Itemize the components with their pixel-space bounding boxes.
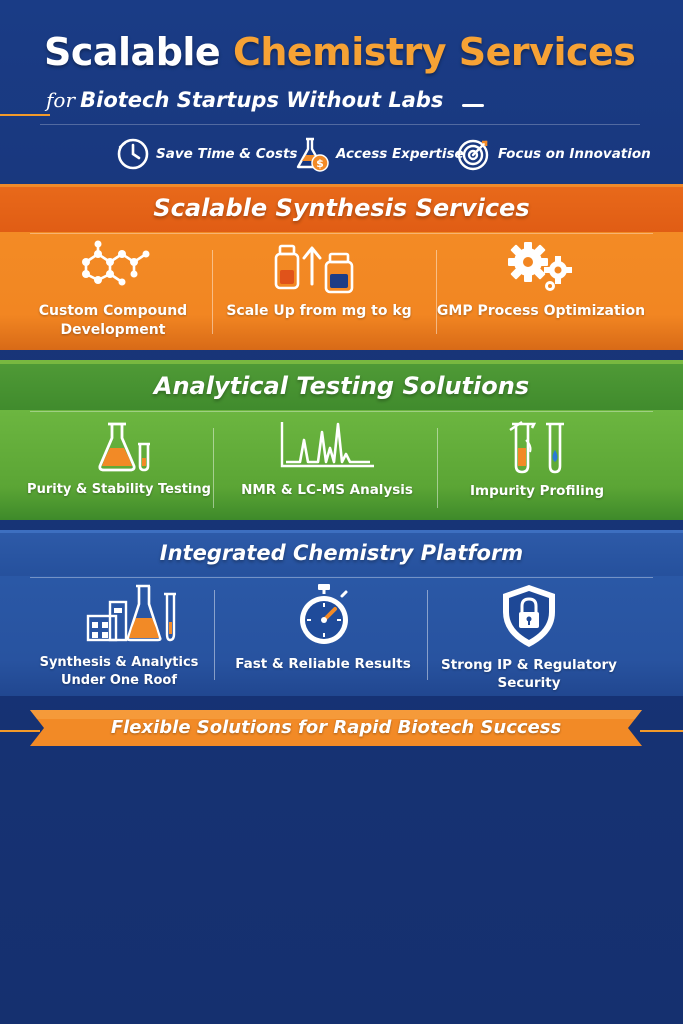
- molecule-icon: [82, 240, 150, 286]
- item-label-line1: Custom Compound: [38, 303, 188, 319]
- item-label-line2: Security: [497, 675, 561, 691]
- ribbon-line-right: [640, 730, 683, 732]
- page-title: Scalable Chemistry Services: [44, 30, 636, 74]
- subtitle-for: for: [46, 88, 76, 112]
- shield-lock-icon: [503, 585, 555, 647]
- header-divider: [40, 124, 640, 125]
- item-label-line1: Scale Up from mg to kg: [226, 303, 412, 319]
- gears-icon: [508, 242, 572, 291]
- analytical-item-purity: Purity & Stability Testing: [14, 418, 224, 514]
- benefit-save-time: Save Time & Costs: [116, 132, 297, 176]
- benefit-label: Access Expertise: [336, 146, 464, 162]
- synthesis-item-scale-up: Scale Up from mg to kg: [214, 240, 424, 340]
- analytical-heading: Analytical Testing Solutions: [153, 372, 530, 400]
- subtitle-text: Biotech Startups Without Labs: [80, 88, 444, 112]
- analytical-item-impurity: Impurity Profiling: [432, 418, 642, 514]
- platform-item-fast-results: Fast & Reliable Results: [218, 582, 428, 692]
- scale-up-bottles-icon: [274, 244, 354, 294]
- item-label-line2: Under One Roof: [60, 673, 178, 688]
- synthesis-item-gmp: GMP Process Optimization: [436, 240, 646, 340]
- synthesis-header-band: [0, 184, 683, 235]
- test-tube-icon: [509, 421, 564, 474]
- platform-heading: Integrated Chemistry Platform: [159, 541, 524, 565]
- benefit-access-expertise: $ Access Expertise: [294, 132, 464, 176]
- svg-text:$: $: [316, 157, 324, 170]
- platform-rule: [30, 577, 653, 578]
- subtitle-accent-line: [0, 114, 50, 116]
- item-label-line1: NMR & LC-MS Analysis: [241, 482, 413, 498]
- item-label-line2: Development: [60, 322, 166, 338]
- synthesis-divider: [212, 250, 213, 334]
- lab-building-icon: [86, 584, 176, 642]
- analytical-rule: [30, 411, 653, 412]
- item-label-line1: GMP Process Optimization: [436, 303, 646, 319]
- item-label-line1: Impurity Profiling: [470, 483, 604, 499]
- ribbon-text: Flexible Solutions for Rapid Biotech Suc…: [110, 717, 562, 738]
- item-label-line1: Purity & Stability Testing: [27, 482, 211, 497]
- flask-dollar-icon: $: [296, 137, 329, 172]
- analytical-header-band: [0, 360, 683, 414]
- benefits-row: Save Time & Costs $ Access Expertise Foc…: [0, 132, 683, 176]
- ribbon-line-left: [0, 730, 40, 732]
- title-part-orange: Chemistry Services: [232, 30, 636, 74]
- synthesis-divider: [436, 250, 437, 334]
- target-icon: [457, 139, 489, 171]
- synthesis-item-custom-compound: Custom Compound Development: [8, 240, 218, 340]
- item-label-line1: Strong IP & Regulatory: [441, 657, 617, 673]
- ribbon-banner: [30, 710, 642, 746]
- synthesis-heading: Scalable Synthesis Services: [153, 194, 530, 222]
- benefit-focus-innovation: Focus on Innovation: [456, 132, 651, 176]
- benefit-label: Save Time & Costs: [156, 146, 298, 162]
- spectrum-icon: [280, 422, 374, 468]
- analytical-item-nmr: NMR & LC-MS Analysis: [222, 418, 432, 514]
- synthesis-rule: [30, 233, 653, 234]
- analytical-divider: [213, 428, 214, 508]
- analytical-divider: [437, 428, 438, 508]
- clock-icon: [117, 138, 149, 170]
- page-subtitle: for Biotech Startups Without Labs: [46, 88, 443, 112]
- benefit-label: Focus on Innovation: [498, 146, 651, 162]
- item-label-line1: Synthesis & Analytics: [39, 655, 199, 670]
- platform-header-band: [0, 530, 683, 579]
- platform-divider: [214, 590, 215, 680]
- item-label-line1: Fast & Reliable Results: [235, 656, 411, 672]
- subtitle-dash: [462, 104, 484, 107]
- title-part-white: Scalable: [44, 30, 221, 74]
- beaker-icon: [98, 422, 150, 472]
- platform-divider: [427, 590, 428, 680]
- stopwatch-icon: [300, 584, 348, 644]
- platform-item-ip-security: Strong IP & Regulatory Security: [424, 582, 634, 692]
- platform-item-synthesis-analytics: Synthesis & Analytics Under One Roof: [14, 582, 224, 692]
